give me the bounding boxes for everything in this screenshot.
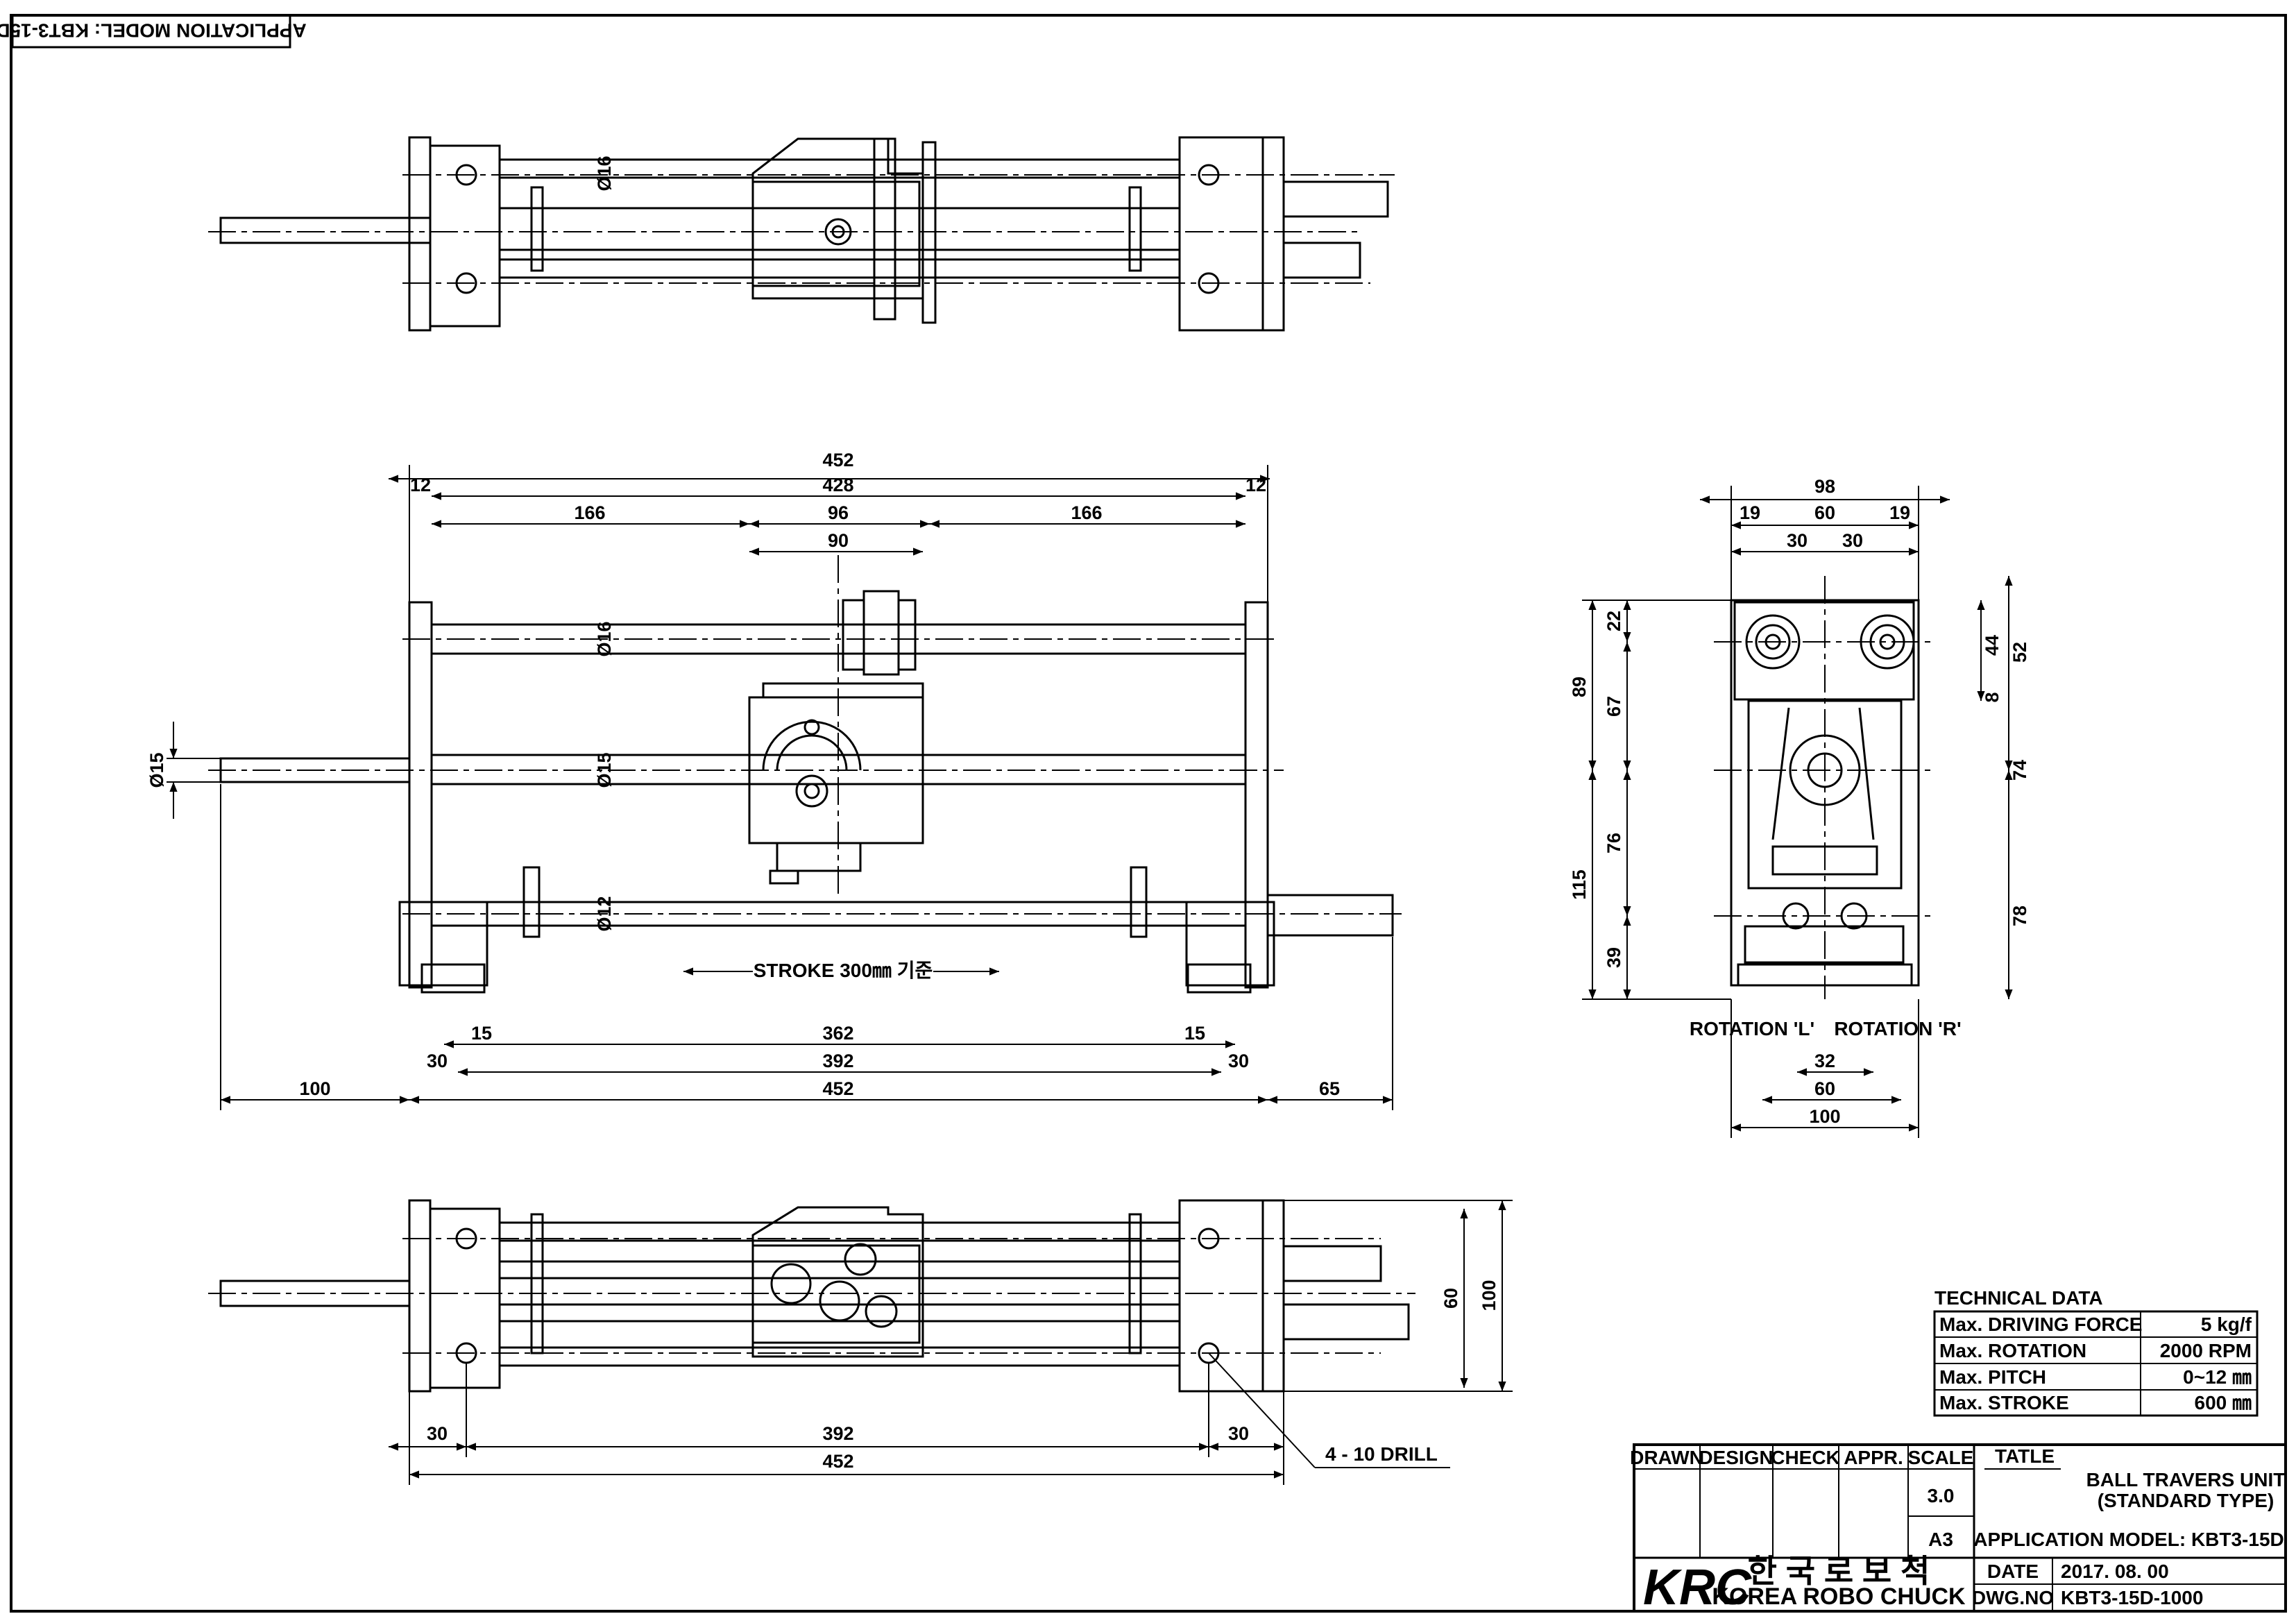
tech-row-label: Max. ROTATION — [1939, 1340, 2086, 1361]
side-left: 19 — [1740, 502, 1760, 523]
bottom-base: 452 — [822, 1451, 853, 1472]
tb-paper: A3 — [1928, 1529, 1953, 1550]
side-v74: 74 — [2009, 760, 2030, 781]
drill-label: 4 - 10 DRILL — [1325, 1443, 1438, 1465]
side-view-centerlines — [1714, 576, 1936, 999]
bottom-left: 30 — [427, 1423, 448, 1444]
dim-margin-left: 12 — [410, 475, 431, 495]
dim-ext-right: 65 — [1319, 1078, 1340, 1099]
side-v8: 8 — [1982, 692, 2002, 702]
dim-base: 452 — [822, 1078, 853, 1099]
front-view-dims — [167, 465, 1393, 1110]
side-b100: 100 — [1809, 1106, 1840, 1127]
side-b60: 60 — [1814, 1078, 1835, 1099]
tb-scale: 3.0 — [1928, 1485, 1955, 1506]
krc-logo: KRC — [1643, 1560, 1752, 1615]
rotation-right-label: ROTATION 'R' — [1834, 1018, 1961, 1039]
tb-date-label: DATE — [1987, 1561, 2039, 1582]
tb-korean-name: 한 국 로 보 척 — [1748, 1553, 1930, 1589]
tech-row-label: Max. DRIVING FORCE — [1939, 1314, 2142, 1335]
bottom-view-dims — [389, 1200, 1513, 1485]
tb-title-1: BALL TRAVERS UNIT — [2086, 1469, 2286, 1490]
tb-header-scale: SCALE — [1908, 1447, 1974, 1468]
tech-row-label: Max. PITCH — [1939, 1366, 2046, 1388]
top-shaft-dia: Ø16 — [594, 155, 615, 191]
bottom-span: 392 — [822, 1423, 853, 1444]
tb-company: KOREA ROBO CHUCK — [1712, 1583, 1966, 1610]
side-half-left: 30 — [1787, 530, 1808, 551]
sheet-border — [10, 14, 2287, 1613]
side-v52: 52 — [2009, 642, 2030, 663]
tb-tatle: TATLE — [1995, 1445, 2055, 1467]
dim-hole-span: 392 — [822, 1051, 853, 1071]
tech-row-value: 5 kg/f — [2201, 1314, 2252, 1335]
dim-carriage: 90 — [828, 530, 849, 551]
side-v76: 76 — [1604, 833, 1624, 853]
tech-row-value: 2000 RPM — [2160, 1340, 2252, 1361]
dim-foot-span: 362 — [822, 1023, 853, 1044]
tech-row-label: Max. STROKE — [1939, 1392, 2069, 1413]
tb-header-check: CHECK — [1771, 1447, 1840, 1468]
rotation-left-label: ROTATION 'L' — [1690, 1018, 1814, 1039]
bottom-h100: 100 — [1479, 1280, 1499, 1311]
tb-header-appr: APPR. — [1844, 1447, 1903, 1468]
dim-hole-left: 30 — [427, 1051, 448, 1071]
model-stamp: APPLICATION MODEL: KBT3-15D — [0, 14, 307, 49]
side-v89: 89 — [1569, 677, 1590, 697]
technical-data: TECHNICAL DATA Max. DRIVING FORCE 5 kg/f… — [1933, 1287, 2259, 1417]
dim-seg-right: 166 — [1071, 502, 1102, 523]
tb-dwg-label: DWG.NO — [1972, 1587, 2054, 1608]
side-v78: 78 — [2009, 906, 2030, 926]
front-view-centerlines — [208, 555, 1402, 915]
side-right: 19 — [1889, 502, 1910, 523]
tb-model: APPLICATION MODEL: KBT3-15D — [1973, 1529, 2284, 1550]
dim-foot-right: 15 — [1184, 1023, 1205, 1044]
side-v67: 67 — [1604, 696, 1624, 717]
side-v39: 39 — [1604, 947, 1624, 968]
dim-margin-right: 12 — [1245, 475, 1266, 495]
bottom-view-centerlines — [208, 1238, 1415, 1354]
side-v44: 44 — [1982, 635, 2002, 656]
tech-title: TECHNICAL DATA — [1934, 1287, 2103, 1309]
tech-row-value: 600 ㎜ — [2195, 1392, 2252, 1413]
side-b32: 32 — [1814, 1051, 1835, 1071]
tb-header-design: DESIGN — [1699, 1447, 1773, 1468]
side-half-right: 30 — [1842, 530, 1863, 551]
tb-dwg: KBT3-15D-1000 — [2061, 1587, 2203, 1608]
dim-foot-left: 15 — [471, 1023, 492, 1044]
model-stamp-text: APPLICATION MODEL: KBT3-15D — [0, 20, 307, 42]
bottom-view — [219, 1199, 1410, 1393]
tb-date: 2017. 08. 00 — [2061, 1561, 2169, 1582]
side-width: 98 — [1814, 476, 1835, 497]
dim-shaft-ext: Ø15 — [146, 752, 167, 788]
dim-inner-428: 428 — [822, 475, 853, 495]
side-v115: 115 — [1569, 869, 1590, 900]
bottom-right: 30 — [1228, 1423, 1249, 1444]
title-block — [1633, 1443, 2287, 1613]
dim-shaft-bot: Ø12 — [594, 896, 615, 931]
dim-ext-left: 100 — [299, 1078, 330, 1099]
dim-seg-left: 166 — [574, 502, 605, 523]
tb-title-2: (STANDARD TYPE) — [2098, 1490, 2274, 1511]
bottom-h60: 60 — [1440, 1288, 1461, 1309]
dim-seg-mid: 96 — [828, 502, 849, 523]
stroke-label: STROKE 300㎜ 기준 — [754, 960, 933, 981]
side-mid: 60 — [1814, 502, 1835, 523]
top-view — [219, 136, 1389, 332]
dim-shaft-mid: Ø15 — [594, 752, 615, 788]
dim-overall-452: 452 — [822, 450, 853, 470]
side-v22: 22 — [1604, 611, 1624, 631]
front-view — [219, 590, 1394, 994]
side-view-dims — [1582, 486, 2013, 1138]
tb-header-drawn: DRAWN — [1630, 1447, 1703, 1468]
tech-row-value: 0~12 ㎜ — [2183, 1366, 2252, 1388]
dim-shaft-top: Ø16 — [594, 621, 615, 656]
top-view-centerlines — [208, 174, 1395, 284]
dim-hole-right: 30 — [1228, 1051, 1249, 1071]
